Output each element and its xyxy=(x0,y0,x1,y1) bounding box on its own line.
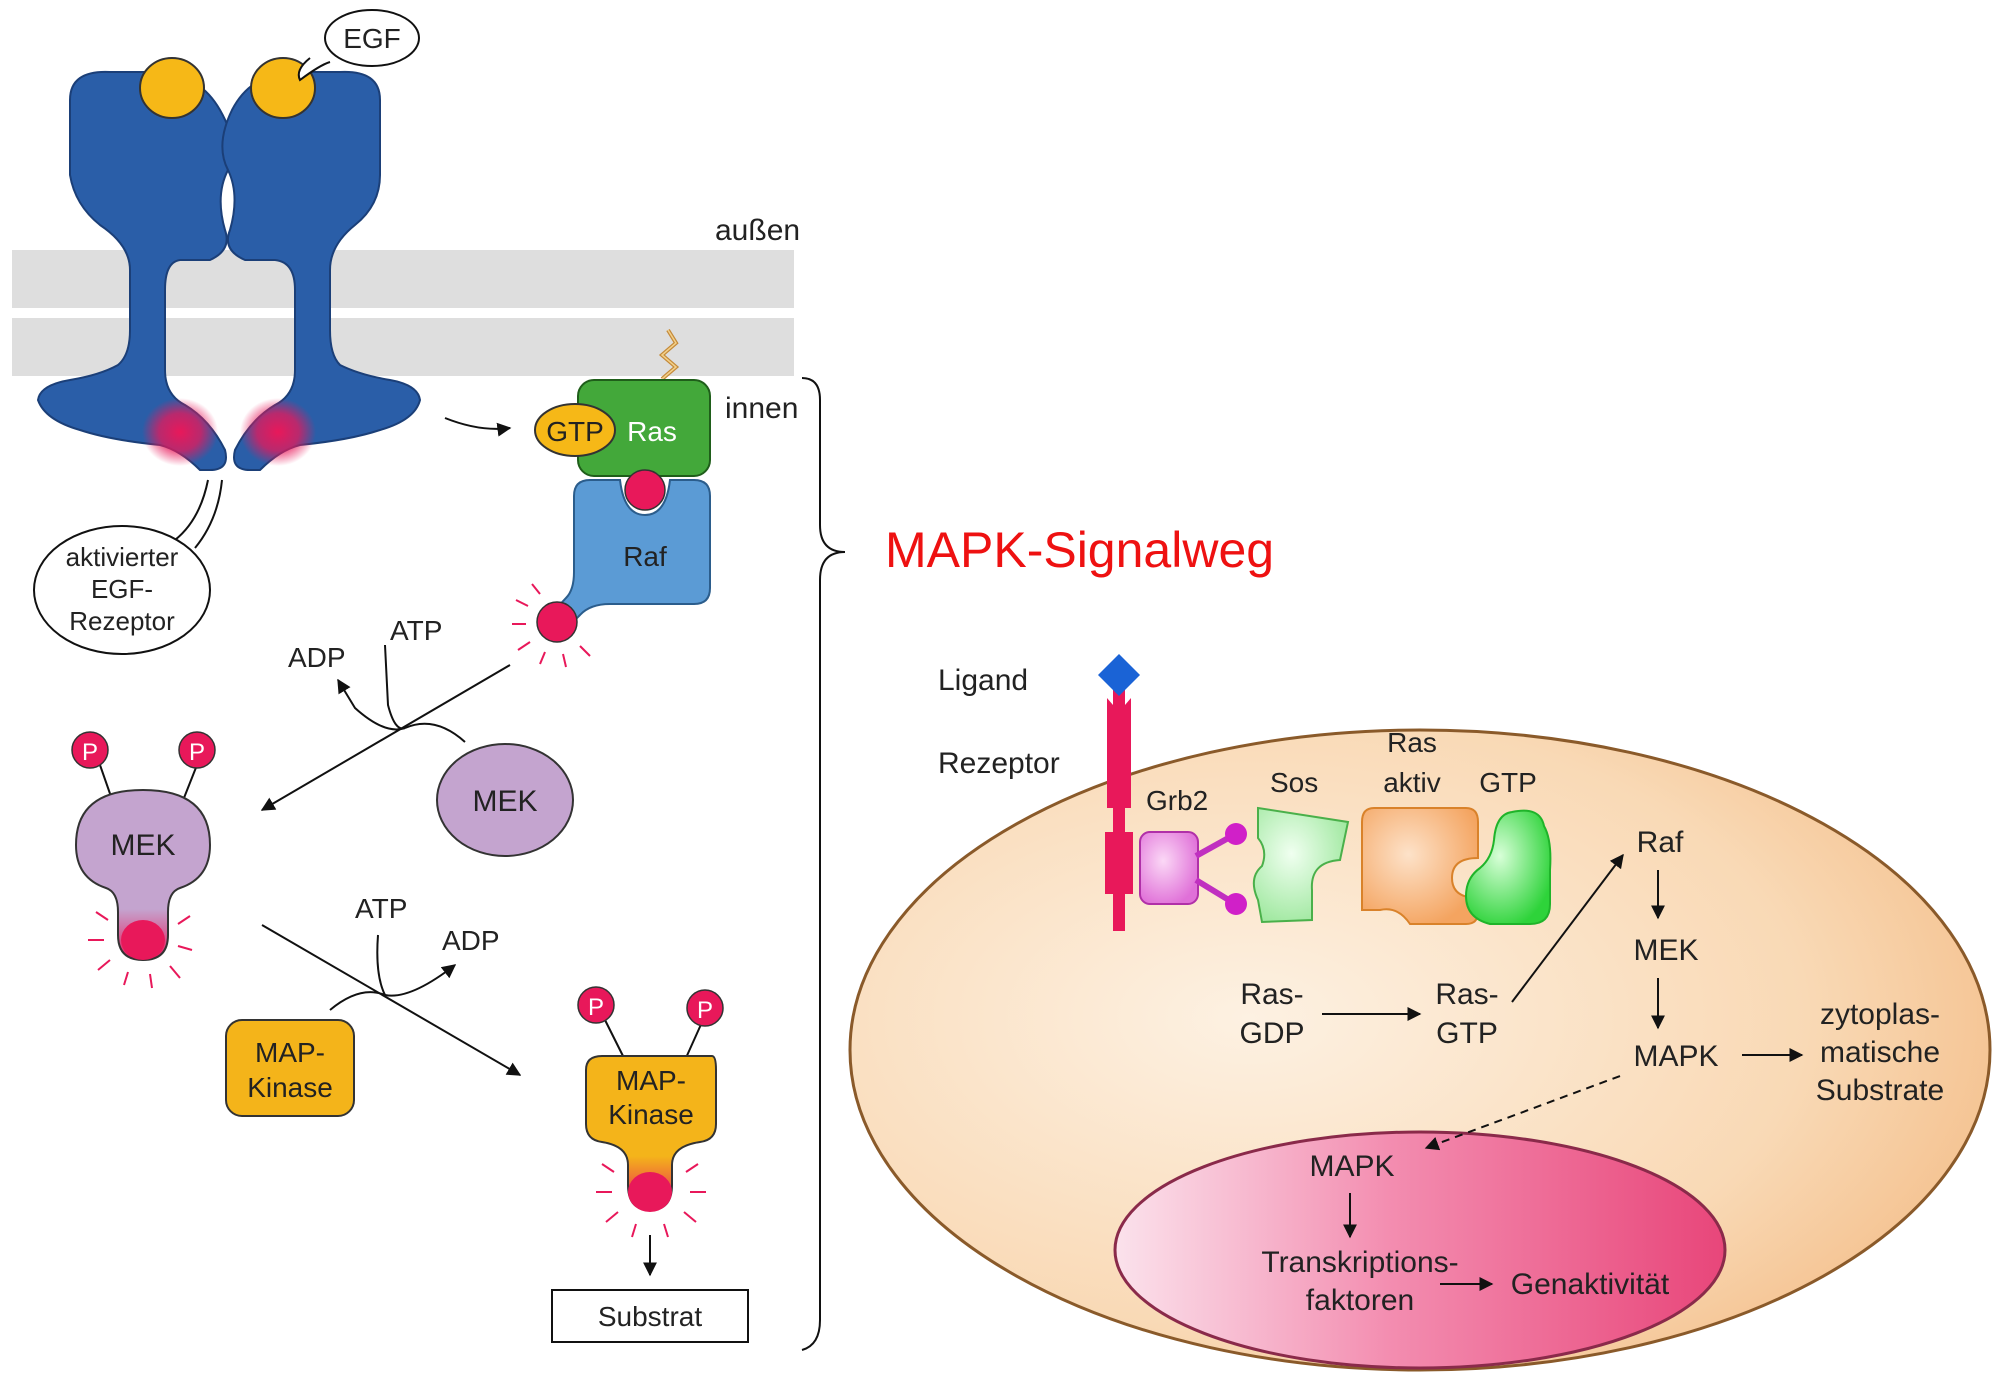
ras-gdp-line-2: GDP xyxy=(1239,1017,1304,1050)
transcription-factors-line-2: faktoren xyxy=(1306,1284,1414,1317)
pathway-title: MAPK-Signalweg xyxy=(885,522,1274,578)
mapk-phosphate-left xyxy=(577,986,615,1024)
mapk-active-line-2: Kinase xyxy=(608,1099,694,1130)
outside-label: außen xyxy=(715,214,800,247)
egf-ligand-left xyxy=(139,57,205,119)
mapk-nucleus-label: MAPK xyxy=(1309,1150,1394,1183)
adp-label-1: ADP xyxy=(288,642,346,673)
sos-protein xyxy=(1252,806,1350,924)
raf-right-label: Raf xyxy=(1637,826,1684,859)
mapk-inactive-line-1: MAP- xyxy=(255,1037,325,1068)
activated-receptor-line-3: Rezeptor xyxy=(69,606,175,636)
arrow-rasgtp-to-raf xyxy=(1511,853,1624,1003)
mek-phosphate-left-label: P xyxy=(82,739,98,766)
ras-gtp-line-1: Ras- xyxy=(1435,978,1498,1011)
mek-phosphate-left xyxy=(71,731,109,769)
cyto-substrates-line-2: matische xyxy=(1820,1036,1940,1069)
gtp-label-right: GTP xyxy=(1479,767,1537,798)
raf-mek-phosphorylation: ADP ATP xyxy=(260,615,511,811)
activated-receptor-line-1: aktivierter xyxy=(66,542,179,572)
grb2-protein xyxy=(1139,823,1247,915)
gtp-label-left: GTP xyxy=(546,416,604,447)
ras-raf-complex: GTP Ras Raf xyxy=(512,328,711,668)
mapk-active: P P MAP- Kinase xyxy=(577,986,724,1277)
adp-label-2: ADP xyxy=(442,925,500,956)
activated-receptor-line-2: EGF- xyxy=(91,574,153,604)
arrow-mapk-to-nucleus xyxy=(1424,1075,1621,1151)
mapk-phosphate-left-label: P xyxy=(588,994,604,1021)
egf-receptor-dimer xyxy=(36,70,422,471)
raf-label: Raf xyxy=(623,541,667,572)
mek-active-label: MEK xyxy=(110,829,175,862)
atp-label-1: ATP xyxy=(390,615,442,646)
mapk-phosphate-right-label: P xyxy=(697,997,713,1024)
transcription-factors-line-1: Transkriptions- xyxy=(1261,1246,1458,1279)
mapk-active-line-1: MAP- xyxy=(616,1065,686,1096)
mek-phosphate-right-label: P xyxy=(189,739,205,766)
arrow-receptor-to-ras xyxy=(444,417,512,437)
gtp-protein xyxy=(1464,809,1552,925)
cyto-substrates-line-3: Substrate xyxy=(1816,1074,1944,1107)
mapk-phosphate-right xyxy=(686,989,724,1027)
gtp-bound-ras xyxy=(534,403,616,457)
egf-receptor-right xyxy=(221,70,422,471)
mek-active: P P MEK xyxy=(71,731,216,989)
ras-active-line-2: aktiv xyxy=(1383,767,1441,798)
sos-label: Sos xyxy=(1270,767,1318,798)
gene-activity-label: Genaktivität xyxy=(1511,1268,1670,1301)
ligand-label: Ligand xyxy=(938,664,1028,697)
mapk-inactive-line-2: Kinase xyxy=(247,1072,333,1103)
mapk-inactive xyxy=(225,1019,355,1117)
mek-inactive-label: MEK xyxy=(472,785,537,818)
ras-gtp-line-2: GTP xyxy=(1436,1017,1498,1050)
mek-right-label: MEK xyxy=(1633,934,1698,967)
inside-label: innen xyxy=(725,392,798,425)
activated-receptor-callout: aktivierter EGF- Rezeptor xyxy=(33,479,223,655)
ras-gdp-line-1: Ras- xyxy=(1240,978,1303,1011)
substrate-box xyxy=(551,1289,749,1343)
mek-inactive xyxy=(436,743,574,857)
grb2-label: Grb2 xyxy=(1146,785,1208,816)
cyto-substrates-line-1: zytoplas- xyxy=(1820,998,1940,1031)
mapk-right-label: MAPK xyxy=(1633,1040,1718,1073)
ras-label: Ras xyxy=(627,416,677,447)
pathway-brace xyxy=(801,377,846,1351)
substrate-label: Substrat xyxy=(598,1301,702,1332)
mek-phosphate-right xyxy=(178,731,216,769)
ras-active-line-1: Ras xyxy=(1387,727,1437,758)
ligand-diamond xyxy=(1098,654,1140,696)
nucleus xyxy=(1113,1130,1727,1370)
mek-mapk-phosphorylation: ATP ADP xyxy=(261,893,522,1076)
receptor-bar xyxy=(1105,688,1133,931)
receptor-label: Rezeptor xyxy=(938,747,1060,780)
raf-protein xyxy=(553,479,711,627)
atp-label-2: ATP xyxy=(355,893,407,924)
egf-label: EGF xyxy=(343,23,401,54)
egf-callout: EGF xyxy=(297,9,420,82)
